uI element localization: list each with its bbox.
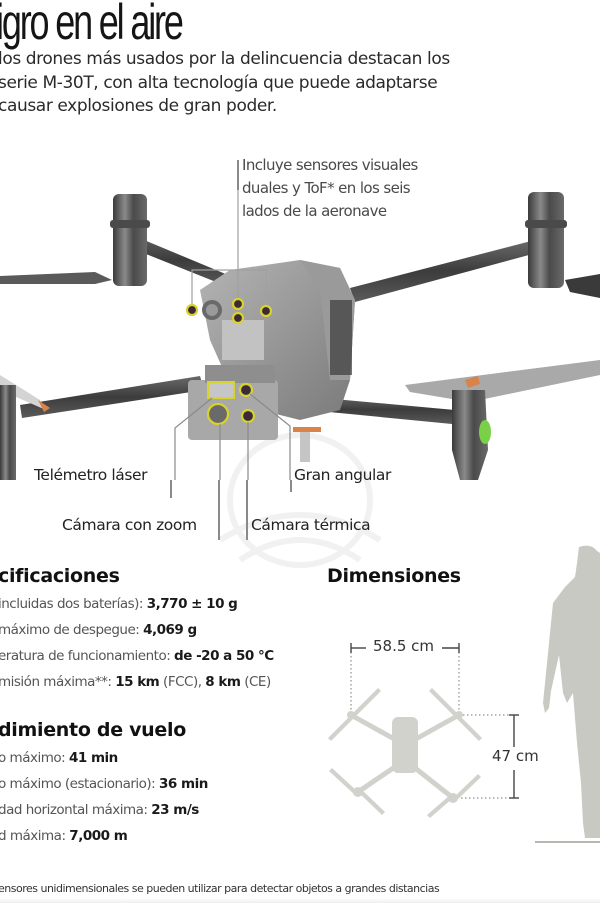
spec-suffix: (FCC), [159,674,206,690]
motor-back-left [113,194,147,286]
leader-line [170,480,172,498]
lede-line: serie M-30T, con alta tecnología que pue… [0,72,438,93]
callout-sensors: Incluye sensores visuales duales y ToF* … [242,154,418,223]
callout-thermal-camera: Cámara térmica [251,516,371,534]
wide-cam-highlight [238,382,254,398]
flight-label: o máximo: [0,750,69,766]
specs-heading: cificaciones [0,565,120,587]
spec-value: 8 km [205,674,241,690]
arm-front-left [20,376,204,418]
motor-back-right [528,192,564,288]
callout-sensors-line: duales y ToF* en los seis [242,179,411,197]
callout-sensors-line: Incluye sensores visuales [242,156,418,174]
flight-row: dad horizontal máxima: 23 m/s [0,797,208,823]
sensor-highlight [231,311,245,325]
arm-back-right [350,240,540,302]
callout-laser-rangefinder: Telémetro láser [34,466,148,484]
width-measurement: 58.5 cm [370,637,438,655]
human-silhouette-icon [535,545,600,843]
flight-value: 23 m/s [151,802,199,818]
motor-front-left [0,385,16,480]
spec-row: misión máxima**: 15 km (FCC), 8 km (CE) [0,669,274,695]
spec-value: 4,069 g [143,622,197,638]
lede-line: los drones más usados por la delincuenci… [0,49,450,69]
leader-line [246,480,248,540]
flight-label: o máximo (estacionario): [0,776,160,792]
spec-label: eratura de funcionamiento: [0,648,175,664]
motor-front-right [452,390,488,480]
thermal-cam-highlight [240,408,256,424]
sensor-highlight [259,304,273,318]
specs-list: incluidas dos baterías): 3,770 ± 10 g má… [0,591,274,695]
flight-list: o máximo: 41 min o máximo (estacionario)… [0,745,208,849]
status-light [479,420,491,444]
callout-zoom-camera: Cámara con zoom [62,516,197,534]
spec-row: máximo de despegue: 4,069 g [0,617,274,643]
flight-row: d máxima: 7,000 m [0,823,208,849]
dimensions-heading: Dimensiones [327,565,461,587]
flight-value: 41 min [68,750,118,766]
lede-line: causar explosiones de gran poder. [0,96,277,116]
flight-label: dad horizontal máxima: [0,802,152,818]
flight-label: d máxima: [0,828,70,844]
spec-suffix: (CE) [240,674,271,690]
prop-back-right [565,274,600,298]
flight-heading: dimiento de vuelo [0,719,186,741]
lede: los drones más usados por la delincuenci… [0,48,598,119]
callout-sensors-line: lados de la aeronave [242,202,387,220]
height-measurement: 47 cm [492,747,539,765]
spec-label: incluidas dos baterías): [0,596,147,612]
prop-back-left [0,272,112,284]
spec-row: incluidas dos baterías): 3,770 ± 10 g [0,591,274,617]
sensor-highlight [185,303,199,317]
footnote: ensores unidimensionales se pueden utili… [0,882,440,895]
prop-front-right [405,360,600,402]
leader-line [290,480,292,492]
footnote-cutoff [0,898,600,903]
leader-line [218,480,220,540]
spec-value: de -20 a 50 °C [174,648,274,664]
flight-value: 7,000 m [69,828,128,844]
headline: igro en el aire [0,0,184,50]
prop-front-left [0,375,46,410]
callout-wide-angle: Gran angular [294,466,391,484]
spec-label: máximo de despegue: [0,622,144,638]
flight-value: 36 min [159,776,208,792]
drone-top-view-diagram [328,643,519,818]
spec-value: 3,770 ± 10 g [146,596,238,612]
spec-label: misión máxima**: [0,674,116,690]
zoom-cam-highlight [206,402,230,426]
drone-m30t-illustration [0,180,600,480]
spec-row: eratura de funcionamiento: de -20 a 50 °… [0,643,274,669]
flight-row: o máximo (estacionario): 36 min [0,771,208,797]
flight-row: o máximo: 41 min [0,745,208,771]
spec-value: 15 km [115,674,160,690]
laser-highlight [207,381,235,399]
leader-line [237,160,239,190]
sensor-highlight [231,297,245,311]
